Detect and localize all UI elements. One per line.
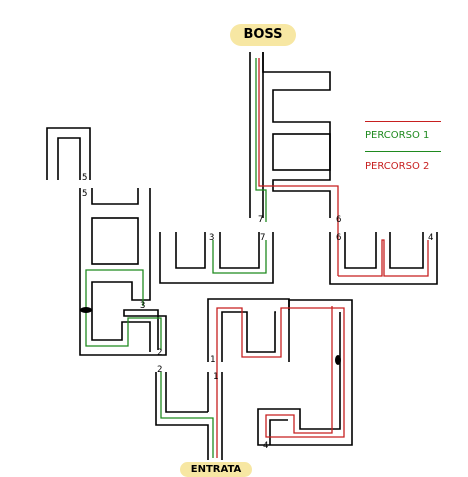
tower-right-wall [249, 52, 331, 218]
snake-end [269, 419, 288, 445]
entrance-left [155, 372, 209, 460]
right-hub-outer [329, 232, 438, 285]
path2-route [216, 306, 345, 458]
boss-label: BOSS [230, 24, 296, 46]
legend-rule-green [365, 151, 441, 152]
room-top-left-inner [57, 137, 81, 180]
left-corridor-inner [91, 188, 151, 352]
marker-3b: 3 [209, 233, 214, 243]
entrance-right [207, 372, 223, 460]
room-top-left [46, 127, 91, 180]
path2-upper [338, 239, 429, 277]
path2-tower [258, 58, 339, 276]
marker-2a: 2 [157, 348, 162, 358]
snake-right [257, 299, 353, 446]
marker-labels: 5 5 3 2 2 1 1 4 3 7 7 6 6 4 [82, 173, 433, 451]
mid-hub-inner [175, 232, 260, 269]
marker-2b: 2 [157, 365, 162, 375]
left-corridor-outer [79, 188, 167, 356]
door-left [80, 307, 92, 313]
snake-upper [207, 298, 290, 362]
door-right [335, 355, 341, 365]
marker-6a: 6 [336, 215, 341, 225]
marker-4b: 4 [428, 233, 433, 243]
marker-1b: 1 [213, 372, 218, 382]
tower-room [272, 133, 331, 171]
marker-3a: 3 [140, 301, 145, 311]
entrance-label: ENTRATA [180, 462, 252, 477]
right-hub-inner [344, 232, 424, 269]
marker-6b: 6 [336, 233, 341, 243]
path1-hub [212, 240, 267, 274]
maze-walls [46, 52, 438, 460]
legend-path1: PERCORSO 1 [365, 130, 430, 141]
path1-left [85, 269, 162, 350]
path1-tower [255, 58, 267, 222]
left-room-box [91, 217, 139, 265]
marker-5a: 5 [82, 173, 87, 183]
legend-rule-red [365, 121, 441, 122]
marker-5b: 5 [82, 189, 87, 199]
mid-hub-outer [159, 232, 274, 284]
marker-7b: 7 [260, 233, 265, 243]
marker-7a: 7 [258, 215, 263, 225]
legend-path2: PERCORSO 2 [365, 161, 430, 172]
marker-1a: 1 [210, 355, 215, 365]
path1-route [160, 372, 214, 458]
marker-4a: 4 [263, 441, 268, 451]
